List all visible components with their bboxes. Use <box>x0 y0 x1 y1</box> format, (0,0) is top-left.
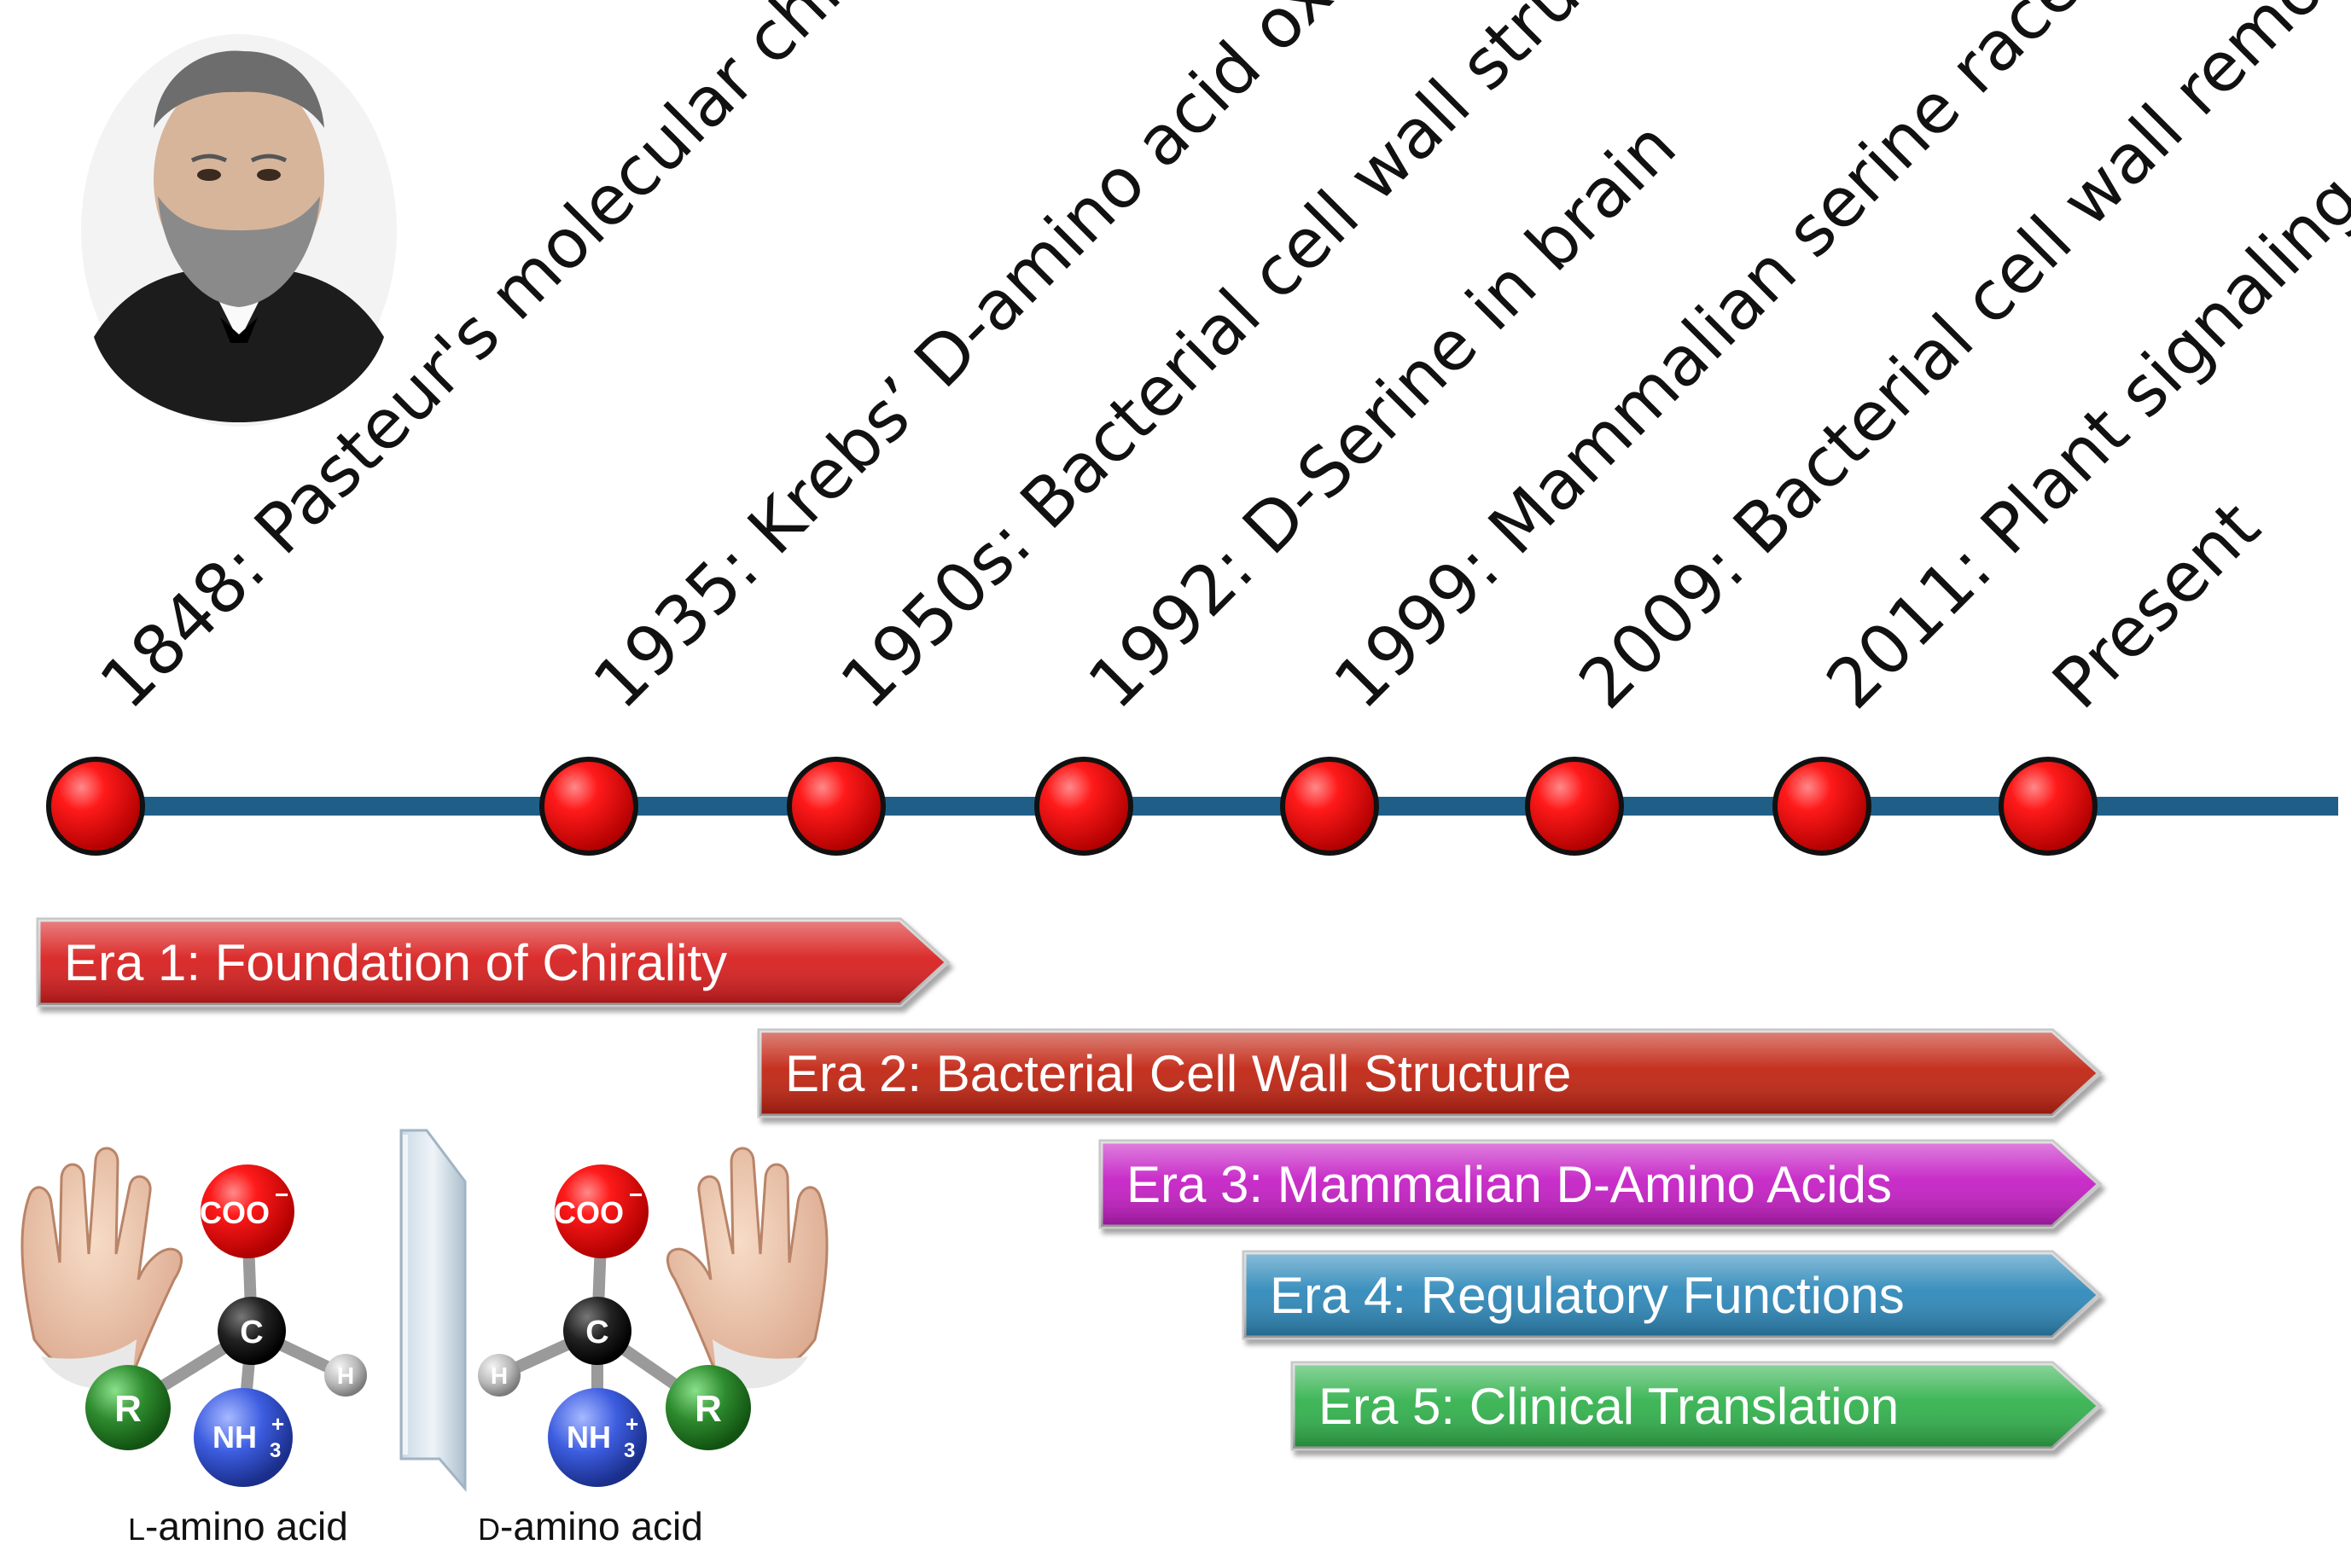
r-group-label: R <box>114 1388 142 1430</box>
hydrogen-label: H <box>337 1362 354 1389</box>
amine-atom <box>548 1388 647 1487</box>
nh3-charge: + <box>626 1411 638 1437</box>
carbon-label: C <box>585 1315 608 1350</box>
era-label: Era 3: Mammalian D-Amino Acids <box>1126 1156 1892 1213</box>
timeline-marker <box>1525 757 1624 856</box>
era-arrow: Era 3: Mammalian D-Amino Acids <box>1098 1139 2103 1229</box>
timeline-marker <box>1772 757 1871 856</box>
d-amino-acid-molecule: COO − C H R NH 3 + D-amino acid <box>478 1164 751 1548</box>
timeline-marker <box>539 757 638 856</box>
carboxylate-atom <box>201 1164 294 1258</box>
coo-label: COO <box>554 1195 624 1230</box>
hydrogen-label: H <box>491 1362 508 1389</box>
d-amino-acid-caption: D-amino acid <box>478 1504 703 1548</box>
timeline-marker <box>46 757 145 856</box>
carbon-atom <box>218 1297 286 1365</box>
era-arrow: Era 4: Regulatory Functions <box>1242 1250 2103 1340</box>
timeline-marker <box>1280 757 1379 856</box>
era-label: Era 1: Foundation of Chirality <box>64 934 727 991</box>
left-hand-icon <box>20 1147 183 1389</box>
hydrogen-atom <box>478 1354 521 1397</box>
r-group-atom <box>666 1365 751 1450</box>
r-group-label: R <box>695 1388 722 1430</box>
hydrogen-atom <box>324 1354 367 1397</box>
carbon-label: C <box>240 1315 263 1350</box>
era-label: Era 5: Clinical Translation <box>1318 1378 1899 1435</box>
era-arrow: Era 2: Bacterial Cell Wall Structure <box>757 1028 2103 1118</box>
coo-charge-label: − <box>275 1182 288 1208</box>
nh3-subscript: 3 <box>270 1439 281 1462</box>
mirror <box>399 1129 467 1493</box>
timeline-marker <box>1034 757 1133 856</box>
carboxylate-atom <box>555 1164 649 1258</box>
era-label: Era 2: Bacterial Cell Wall Structure <box>785 1045 1571 1102</box>
nh3-label: NH <box>212 1420 257 1455</box>
timeline-marker <box>1999 757 2098 856</box>
amine-atom <box>194 1388 293 1487</box>
era-arrow: Era 5: Clinical Translation <box>1290 1361 2103 1451</box>
r-group-atom <box>85 1365 171 1450</box>
nh3-label: NH <box>567 1420 611 1455</box>
coo-label: COO <box>200 1195 270 1230</box>
coo-charge-label: − <box>629 1182 643 1208</box>
l-amino-acid-molecule: COO − C H R NH 3 + L-amino acid <box>85 1164 367 1548</box>
l-amino-acid-caption: L-amino acid <box>128 1504 348 1548</box>
timeline-event-label: Present <box>2038 486 2275 723</box>
chirality-illustration: COO − C H R NH 3 + L-amino acid COO − C … <box>20 1129 829 1548</box>
pasteur-portrait <box>81 34 397 427</box>
era-label: Era 4: Regulatory Functions <box>1270 1267 1905 1324</box>
era-arrow: Era 1: Foundation of Chirality <box>36 917 951 1008</box>
timeline-marker <box>787 757 886 856</box>
carbon-atom <box>563 1297 631 1365</box>
nh3-subscript: 3 <box>624 1439 635 1462</box>
right-hand-icon <box>666 1147 829 1389</box>
nh3-charge: + <box>271 1411 284 1437</box>
